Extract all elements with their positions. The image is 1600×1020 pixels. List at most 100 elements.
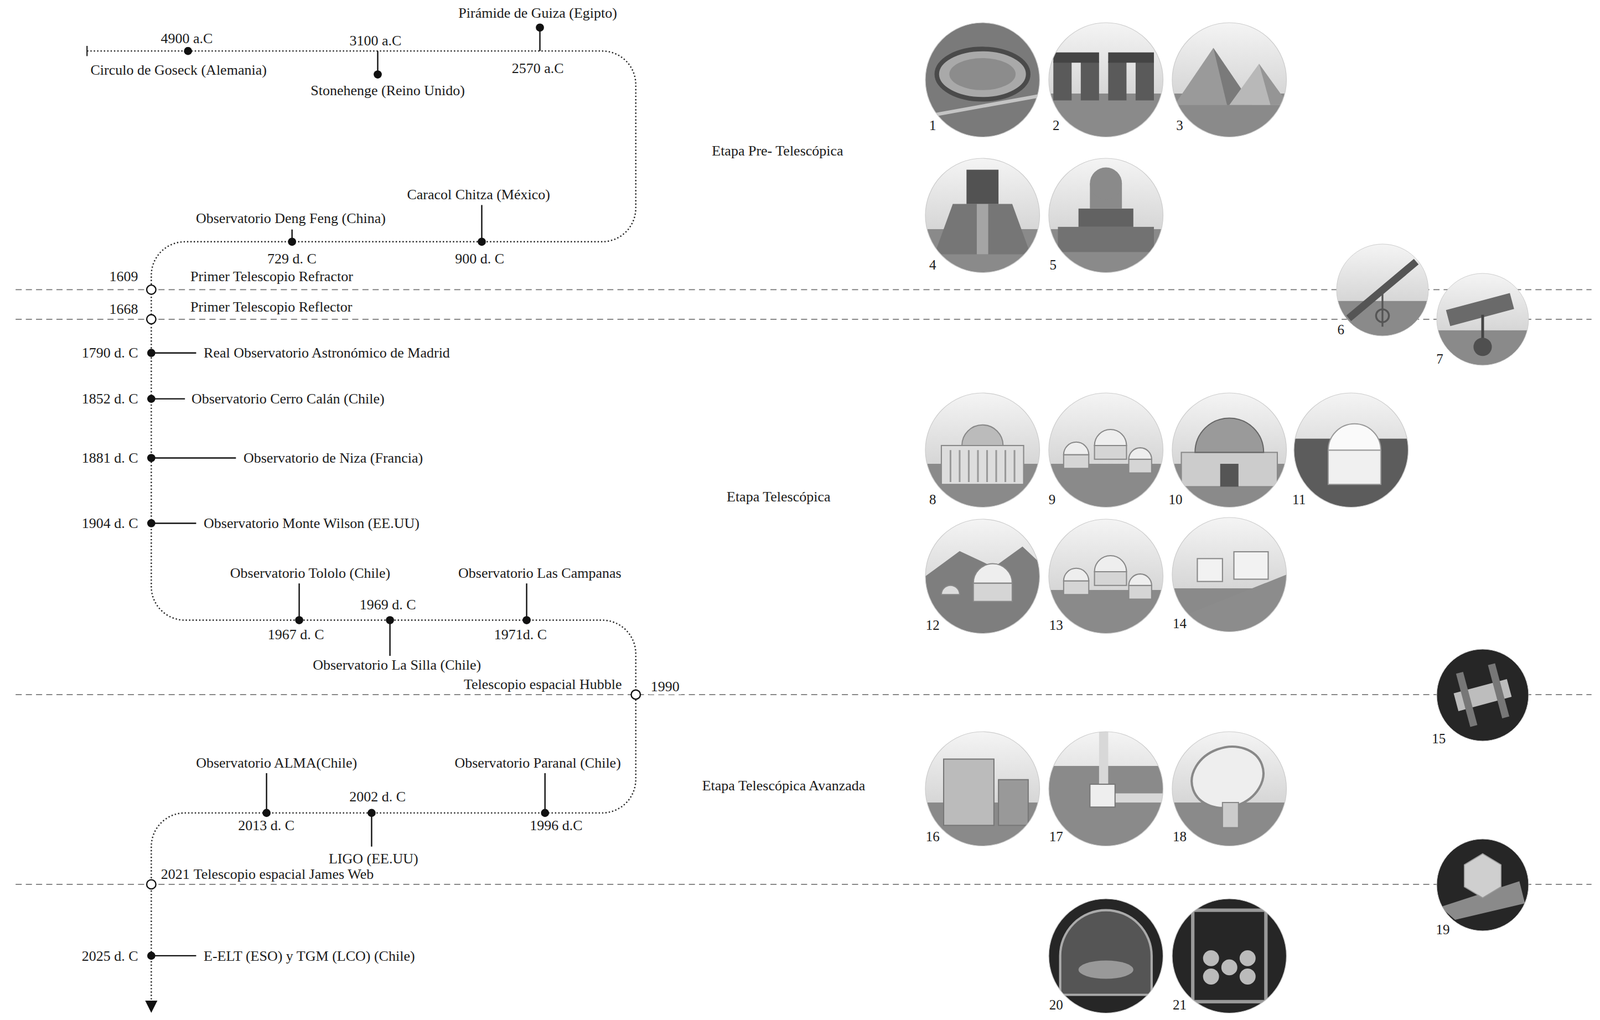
photo-circle: 21 <box>1172 898 1287 1014</box>
stage-label: Etapa Telescópica <box>725 489 833 506</box>
timeline-label: 1881 d. C <box>80 450 141 467</box>
photo-platform <box>1078 208 1134 227</box>
photo-circle: 2 <box>1048 22 1164 138</box>
leader-line <box>151 955 196 957</box>
event-dot <box>294 615 304 625</box>
timeline-label: Observatorio Paranal (Chile) <box>452 755 623 772</box>
timeline-label: Stonehenge (Reino Unido) <box>308 83 467 100</box>
timeline-label: 2570 a.C <box>510 60 566 77</box>
photo-svg <box>925 22 1040 138</box>
photo-door <box>1220 463 1239 487</box>
leader-line <box>544 773 546 814</box>
timeline-label: 2021 <box>159 866 192 883</box>
event-dot <box>373 70 382 79</box>
leader-line <box>151 522 196 524</box>
photo-dome <box>1063 442 1089 455</box>
photo-sky <box>1436 649 1529 742</box>
timeline-label: 2002 d. C <box>347 789 408 806</box>
milestone-circle <box>146 879 157 890</box>
callout-number: 15 <box>1431 731 1446 747</box>
photo-svg <box>1293 392 1409 508</box>
stage-label: Etapa Telescópica Avanzada <box>700 777 868 794</box>
photo-svg <box>1336 244 1429 336</box>
leader-line <box>151 457 236 459</box>
leader-line <box>480 204 483 242</box>
photo-outline <box>925 731 1040 847</box>
photo-temple-top <box>966 169 999 204</box>
photo-circle: 14 <box>1172 517 1287 633</box>
leader-line <box>389 620 391 657</box>
photo-illustration <box>1436 273 1529 367</box>
timeline-label: Observatorio Cerro Calán (Chile) <box>189 391 387 408</box>
photo-sky <box>1048 731 1164 847</box>
timeline-label: Telescopio espacial James Web <box>192 866 376 883</box>
photo-pedestal <box>1222 802 1239 828</box>
leader-line <box>298 583 300 620</box>
photo-dome-base <box>1094 571 1127 586</box>
photo-svg <box>1172 731 1287 847</box>
timeline-label: 1969 d. C <box>358 597 418 614</box>
photo-platform <box>1058 226 1154 252</box>
photo-pyramid <box>1229 63 1289 105</box>
event-dot <box>147 951 156 961</box>
timeline-label: Circulo de Goseck (Alemania) <box>88 62 268 79</box>
timeline-label: Observatorio Tololo (Chile) <box>228 565 392 582</box>
photo-solar-panel <box>1488 663 1510 719</box>
photo-outline <box>1048 392 1164 508</box>
photo-dome-base <box>973 583 1013 602</box>
photo-column <box>977 449 980 483</box>
photo-enclosure <box>998 779 1029 826</box>
photo-circle: 9 <box>1048 392 1164 508</box>
photo-mirror <box>1078 960 1134 980</box>
photo-dome-base <box>1129 585 1152 600</box>
photo-dome-base <box>1094 445 1127 460</box>
photo-svg <box>925 519 1040 634</box>
photo-illustration <box>1172 517 1287 635</box>
photo-circle: 12 <box>925 519 1040 634</box>
photo-mirror <box>1239 968 1256 985</box>
callout-number: 21 <box>1172 997 1187 1013</box>
callout-number: 1 <box>929 117 937 134</box>
photo-svg <box>1048 22 1164 138</box>
milestone-circle <box>146 314 157 325</box>
photo-sky <box>925 22 1040 138</box>
photo-circle: 1 <box>925 22 1040 138</box>
photo-outline <box>1048 22 1164 138</box>
photo-illustration <box>1172 731 1287 849</box>
photo-illustration <box>1048 22 1164 140</box>
leader-line <box>151 397 185 400</box>
timeline-label: 2025 d. C <box>80 948 141 965</box>
leader-line <box>370 813 372 847</box>
photo-stairs <box>976 203 989 255</box>
callout-number: 11 <box>1292 492 1306 509</box>
photo-building <box>941 445 1024 485</box>
photo-svg <box>1436 273 1529 366</box>
callout-number: 4 <box>929 257 937 274</box>
photo-column <box>1004 449 1007 483</box>
photo-outline <box>1048 898 1164 1014</box>
timeline-label: 900 d. C <box>453 251 506 268</box>
photo-outline <box>1048 158 1164 273</box>
photo-illustration <box>925 22 1040 140</box>
event-dot <box>147 519 156 528</box>
photo-dome <box>1094 429 1127 446</box>
callout-number: 17 <box>1049 829 1064 845</box>
photo-svg <box>1048 519 1164 634</box>
photo-sky <box>1172 898 1287 1014</box>
timeline-label: 1790 d. C <box>80 345 141 362</box>
event-dot <box>183 47 193 56</box>
photo-satellite <box>1448 661 1517 729</box>
photo-ground <box>1172 802 1287 849</box>
event-dot <box>540 808 550 817</box>
photo-sky <box>1048 898 1164 1014</box>
photo-dome <box>1063 568 1089 582</box>
callout-number: 18 <box>1172 829 1187 845</box>
photo-svg <box>925 731 1040 847</box>
callout-number: 20 <box>1049 997 1064 1013</box>
photo-svg <box>1048 898 1164 1014</box>
photo-illustration <box>925 519 1040 636</box>
photo-dome <box>1060 910 1152 996</box>
photo-circle: 4 <box>925 158 1040 273</box>
timeline-label: 1996 d.C <box>527 817 584 834</box>
photo-illustration <box>925 731 1040 849</box>
